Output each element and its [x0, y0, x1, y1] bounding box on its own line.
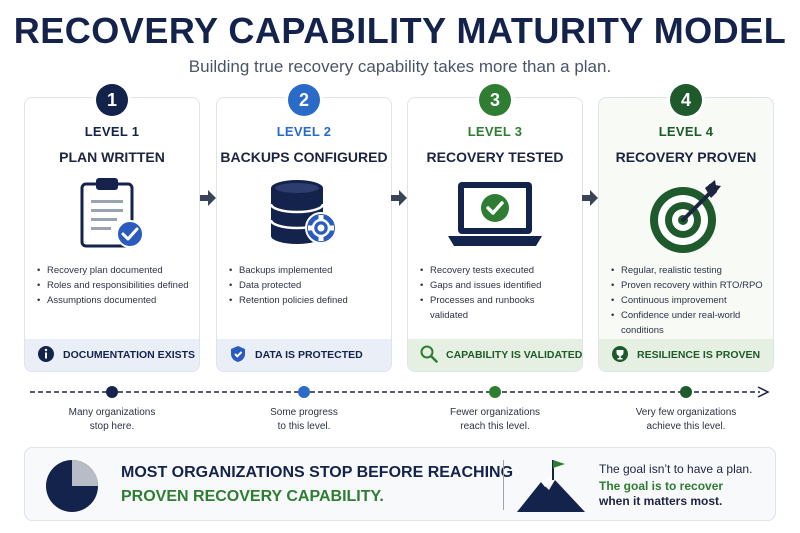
level-3-card: LEVEL 3 RECOVERY TESTED Recovery tests e… [407, 97, 583, 372]
page-title: RECOVERY CAPABILITY MATURITY MODEL [13, 10, 787, 51]
mountain-flag-icon [515, 456, 587, 521]
arrow-right-icon [200, 188, 216, 208]
level-1-bullets: Recovery plan documented Roles and respo… [37, 263, 191, 308]
level-1-number-badge: 1 [96, 84, 128, 116]
arrow-right-icon [582, 188, 598, 208]
timeline-text-level-3: Fewer organizations reach this level. [449, 407, 541, 432]
info-icon [37, 345, 55, 366]
summary-banner: MOST ORGANIZATIONS STOP BEFORE REACHING … [24, 447, 776, 521]
level-4-bullets: Regular, realistic testing Proven recove… [611, 263, 765, 338]
laptop-check-icon [408, 176, 582, 256]
level-4-number-badge: 4 [670, 84, 702, 116]
list-item: Processes and runbooks validated [420, 293, 574, 323]
level-1-card: LEVEL 1 PLAN WRITTEN Recovery plan docum… [24, 97, 200, 372]
timeline-text-level-4: Very few organizations achieve this leve… [635, 407, 737, 432]
maturity-timeline [30, 383, 770, 403]
summary-divider [503, 460, 504, 510]
trophy-icon [611, 345, 629, 366]
timeline-dot-level-2 [298, 386, 310, 398]
timeline-text-level-1: Many organizations stop here. [68, 407, 156, 432]
level-2-label: LEVEL 2 [276, 124, 332, 139]
page-subtitle: Building true recovery capability takes … [188, 57, 612, 76]
database-gear-icon [217, 176, 391, 256]
summary-goal-1: The goal isn’t to have a plan. [599, 462, 753, 476]
arrow-right-icon [391, 188, 407, 208]
level-1-title: PLAN WRITTEN [59, 149, 165, 165]
summary-line-2: PROVEN RECOVERY CAPABILITY. [121, 488, 384, 505]
level-2-bullets: Backups implemented Data protected Reten… [229, 263, 383, 308]
level-3-footer-text: CAPABILITY IS VALIDATED [446, 349, 583, 361]
list-item: Backups implemented [229, 263, 383, 278]
level-1-footer-text: DOCUMENTATION EXISTS [63, 349, 196, 361]
list-item: Recovery tests executed [420, 263, 574, 278]
list-item: Data protected [229, 278, 383, 293]
level-4-footer: RESILIENCE IS PROVEN [599, 339, 773, 371]
level-3-bullets: Recovery tests executed Gaps and issues … [420, 263, 574, 323]
level-2-footer-text: DATA IS PROTECTED [255, 349, 363, 361]
level-2-footer: DATA IS PROTECTED [217, 339, 391, 371]
level-1-label: LEVEL 1 [84, 124, 140, 139]
list-item: Roles and responsibilities defined [37, 278, 191, 293]
level-2-number-badge: 2 [288, 84, 320, 116]
list-item: Proven recovery within RTO/RPO [611, 278, 765, 293]
list-item: Assumptions documented [37, 293, 191, 308]
list-item: Continuous improvement [611, 293, 765, 308]
level-2-title: BACKUPS CONFIGURED [220, 149, 388, 165]
list-item: Recovery plan documented [37, 263, 191, 278]
list-item: Confidence under real-world conditions [611, 308, 765, 338]
timeline-text-level-2: Some progress to this level. [270, 407, 338, 432]
shield-icon [229, 345, 247, 366]
level-4-card: LEVEL 4 RECOVERY PROVEN Regular, realist… [598, 97, 774, 372]
level-3-number-badge: 3 [479, 84, 511, 116]
level-3-footer: CAPABILITY IS VALIDATED [408, 339, 582, 371]
level-4-footer-text: RESILIENCE IS PROVEN [637, 349, 761, 361]
level-3-label: LEVEL 3 [467, 124, 523, 139]
level-4-label: LEVEL 4 [658, 124, 714, 139]
list-item: Gaps and issues identified [420, 278, 574, 293]
level-3-title: RECOVERY TESTED [426, 149, 564, 165]
level-1-footer: DOCUMENTATION EXISTS [25, 339, 199, 371]
summary-goal-3: when it matters most. [599, 494, 723, 508]
magnifier-icon [420, 345, 438, 366]
list-item: Retention policies defined [229, 293, 383, 308]
timeline-dot-level-3 [489, 386, 501, 398]
level-4-title: RECOVERY PROVEN [615, 149, 757, 165]
pie-chart-icon [45, 459, 99, 518]
summary-goal-2: The goal is to recover [599, 479, 724, 493]
timeline-dot-level-4 [680, 386, 692, 398]
list-item: Regular, realistic testing [611, 263, 765, 278]
timeline-dot-level-1 [106, 386, 118, 398]
clipboard-check-icon [25, 176, 199, 256]
summary-line-1: MOST ORGANIZATIONS STOP BEFORE REACHING [121, 464, 514, 481]
level-2-card: LEVEL 2 BACKUPS CONFIGURED Backups im [216, 97, 392, 372]
target-arrow-icon [599, 176, 773, 256]
